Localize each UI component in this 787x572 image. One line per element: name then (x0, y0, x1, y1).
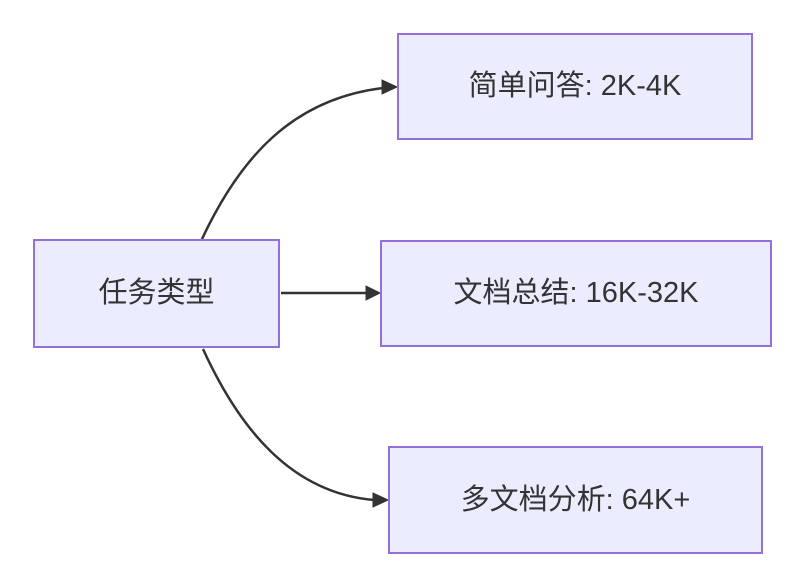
node-task-type: 任务类型 (33, 239, 280, 348)
node-doc-summary-label: 文档总结: 16K-32K (453, 277, 699, 310)
edge-root-to-branch0 (200, 86, 384, 240)
edge-root-to-branch2 (201, 348, 375, 502)
node-simple-qa-label: 简单问答: 2K-4K (468, 70, 682, 103)
arrowhead-branch0-icon (381, 79, 399, 95)
arrowhead-branch2-icon (372, 492, 390, 508)
node-doc-summary: 文档总结: 16K-32K (380, 240, 772, 347)
arrowhead-branch1-icon (365, 285, 382, 301)
node-multi-doc-analysis-label: 多文档分析: 64K+ (460, 483, 691, 516)
node-task-type-label: 任务类型 (98, 277, 215, 310)
node-simple-qa: 简单问答: 2K-4K (397, 33, 753, 140)
node-multi-doc-analysis: 多文档分析: 64K+ (388, 446, 763, 554)
